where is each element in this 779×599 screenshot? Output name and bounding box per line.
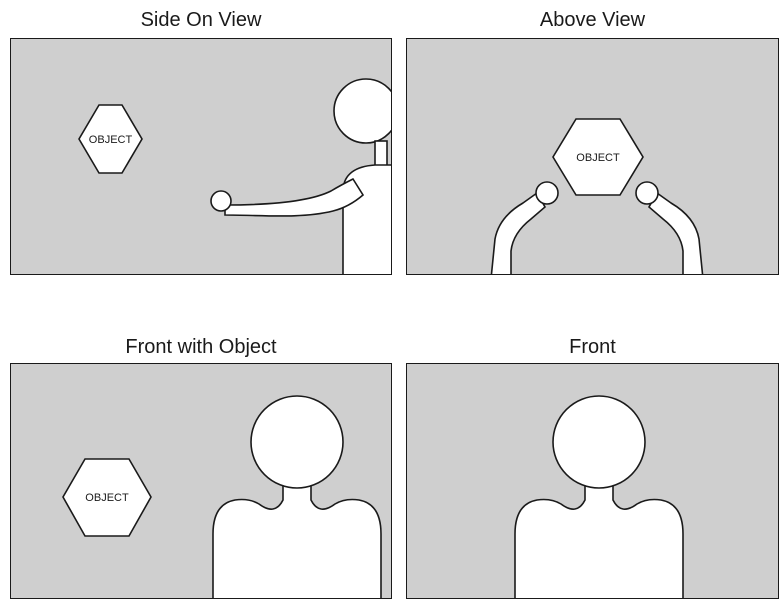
object-label: OBJECT: [89, 134, 133, 146]
above-view-title: Above View: [406, 9, 779, 32]
above-view-panel: OBJECT: [406, 38, 779, 275]
side-on-view-illustration: OBJECT: [11, 39, 392, 275]
right-arm: [649, 193, 703, 275]
front-with-object-panel: OBJECT: [10, 363, 392, 599]
side-on-view-panel: OBJECT: [10, 38, 392, 275]
head: [334, 79, 392, 143]
torso: [213, 474, 381, 599]
front-title: Front: [406, 336, 779, 359]
hand: [211, 191, 231, 211]
side-on-view-title: Side On View: [10, 9, 392, 32]
front-panel: [406, 363, 779, 599]
front-with-object-illustration: OBJECT: [11, 364, 392, 599]
above-view-illustration: OBJECT: [407, 39, 779, 275]
left-arm: [491, 193, 545, 275]
torso: [515, 474, 683, 599]
front-illustration: [407, 364, 779, 599]
object-label: OBJECT: [85, 492, 129, 504]
right-hand: [636, 182, 658, 204]
front-with-object-title: Front with Object: [10, 336, 392, 359]
object-label: OBJECT: [576, 152, 620, 164]
head: [251, 396, 343, 488]
left-hand: [536, 182, 558, 204]
head: [553, 396, 645, 488]
